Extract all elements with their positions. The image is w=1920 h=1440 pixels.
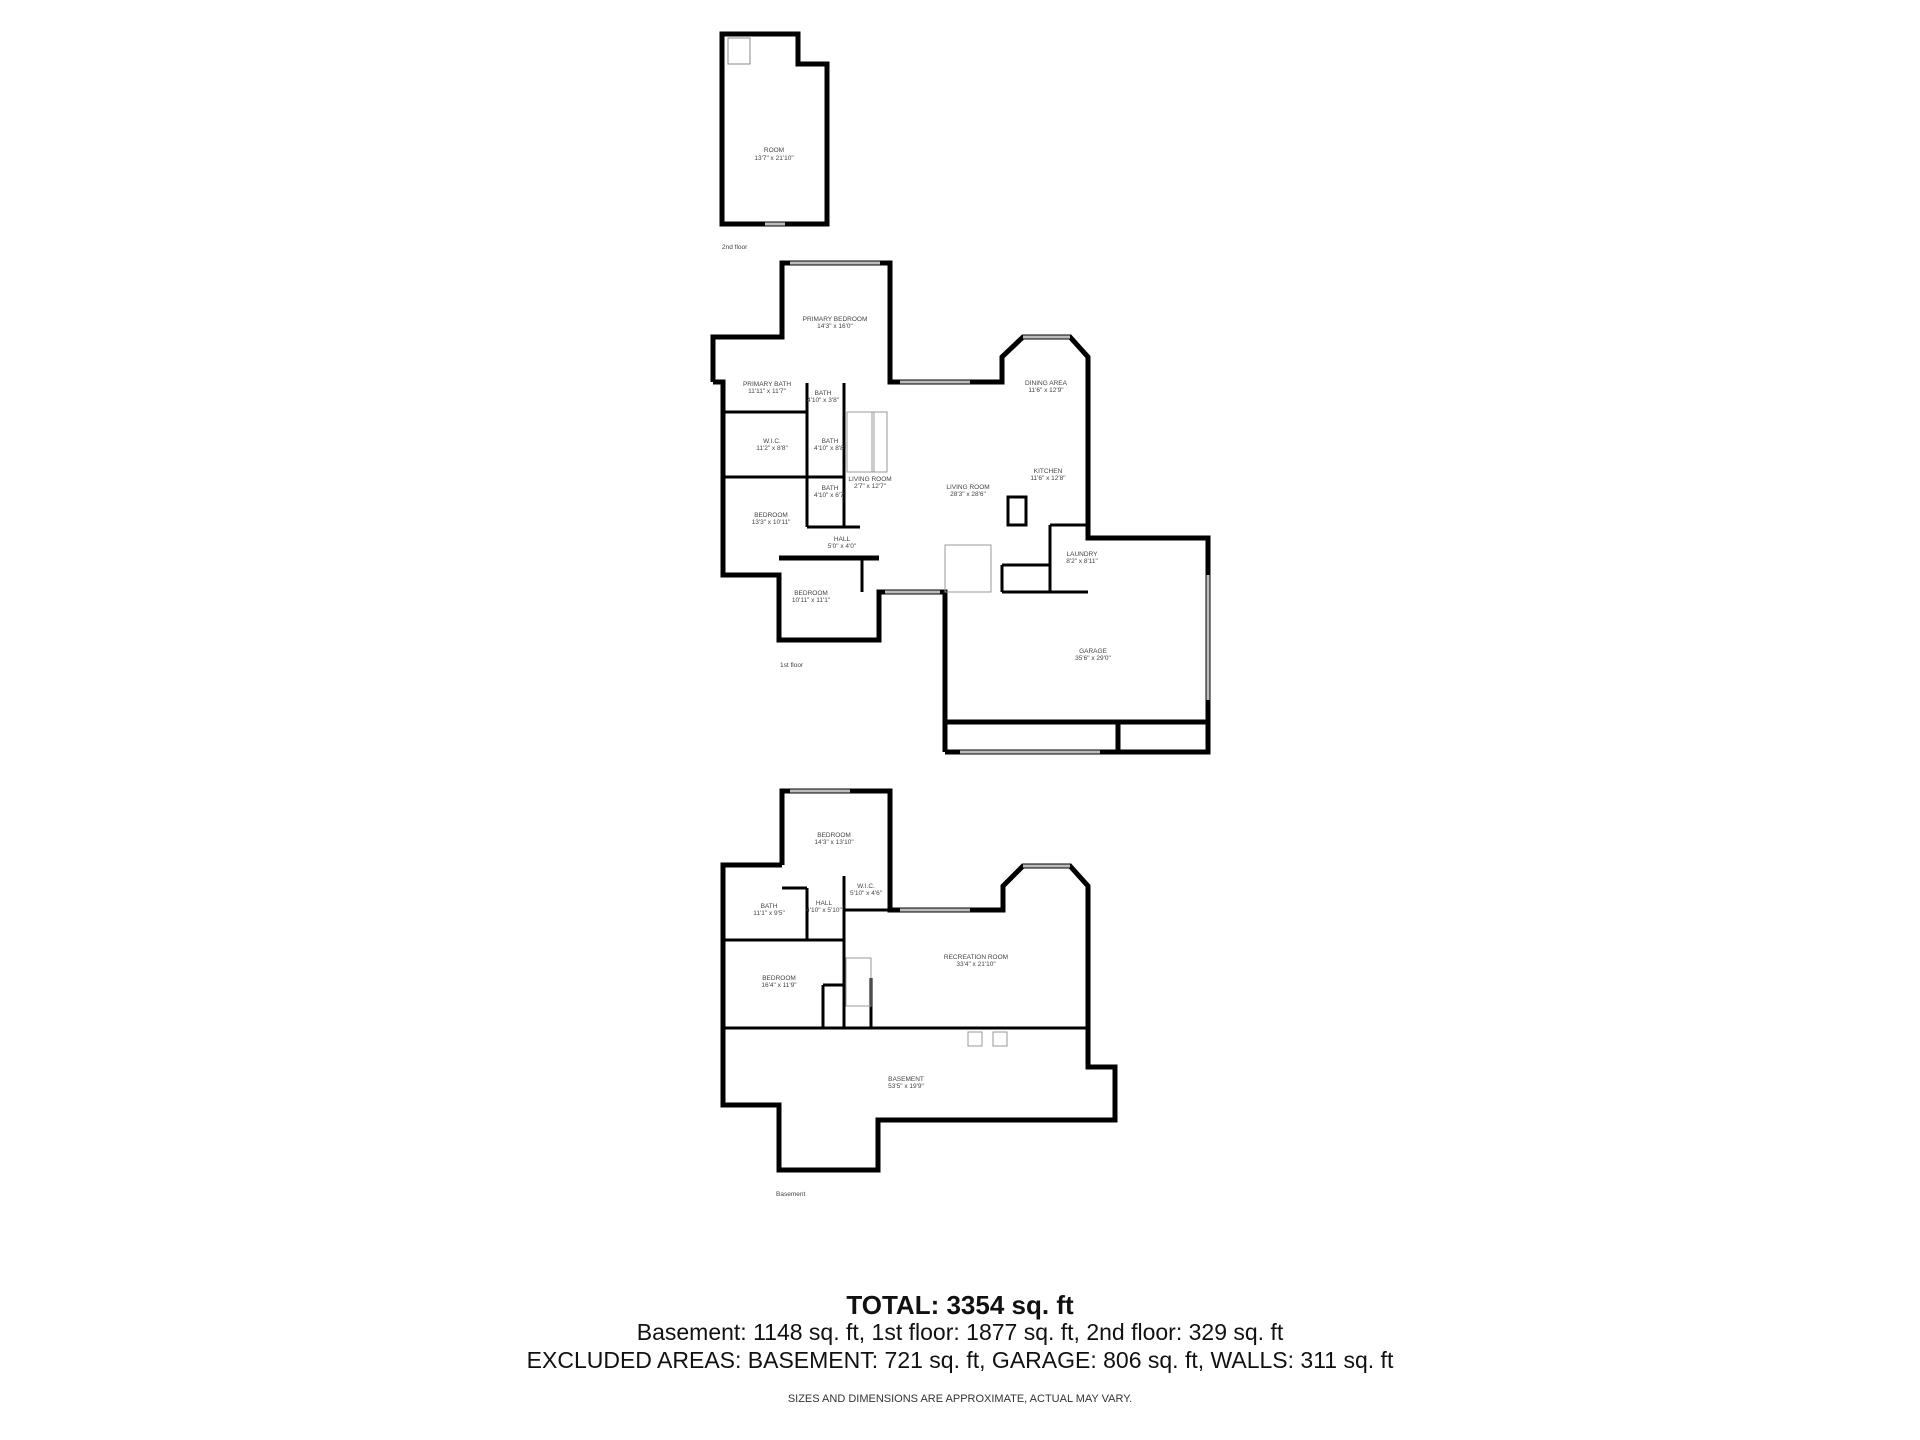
room-dims: 4'10" x 3'8": [807, 397, 840, 404]
room-dims: 53'5" x 19'9": [888, 1083, 924, 1090]
room-dims: 4'10" x 6'7": [814, 492, 847, 499]
room-dims: 13'3" x 10'11": [752, 519, 791, 526]
room-dims: 16'4" x 11'9": [761, 982, 797, 989]
room-dims: 5'10" x 4'6": [850, 890, 883, 897]
room-name: BATH: [822, 438, 839, 445]
room-name: LIVING ROOM: [946, 484, 989, 491]
room-dims: 28'3" x 28'6": [950, 491, 986, 498]
room-name: BEDROOM: [762, 975, 796, 982]
room-dims: 2'7" x 12'7": [854, 483, 887, 490]
room-name: DINING AREA: [1025, 380, 1068, 387]
floor-label: 1st floor: [780, 662, 804, 669]
room-dims: 8'2" x 8'11": [1066, 558, 1098, 565]
excluded-areas: EXCLUDED AREAS: BASEMENT: 721 sq. ft, GA…: [526, 1347, 1394, 1373]
room-name: BATH: [822, 485, 839, 492]
room-dims: 11'11" x 11'7": [748, 388, 787, 395]
room-name: W.I.C.: [857, 883, 875, 890]
second-floor-plan: ROOM 13'7" x 21'10" 2nd floor: [719, 31, 830, 251]
room-name: PRIMARY BEDROOM: [803, 316, 868, 323]
room-name: BASEMENT: [888, 1076, 924, 1083]
room-dims: 35'6" x 29'0": [1075, 655, 1111, 662]
room-dims: 5'0" x 4'0": [828, 543, 857, 550]
room-dims: 4'10" x 8'8": [814, 445, 847, 452]
room-name: BATH: [815, 390, 832, 397]
room-dims: 11'2" x 8'8": [756, 445, 788, 452]
room-dims: 10'11" x 11'1": [792, 597, 831, 604]
room-dims: 4'10" x 5'10": [806, 907, 842, 914]
room-name: RECREATION ROOM: [944, 954, 1008, 961]
floor-label: 2nd floor: [722, 244, 748, 251]
room-dims: 33'4" x 21'10": [956, 961, 996, 968]
room-dims: 14'3" x 16'0": [817, 323, 853, 330]
total-area: TOTAL: 3354 sq. ft: [846, 1290, 1074, 1320]
room-name: HALL: [816, 900, 833, 907]
room-dims: 11'1" x 9'5": [753, 910, 785, 917]
room-name: GARAGE: [1079, 648, 1107, 655]
room-dims: 11'6" x 12'9": [1028, 387, 1064, 394]
disclaimer: SIZES AND DIMENSIONS ARE APPROXIMATE, AC…: [787, 1393, 1133, 1405]
room-name: ROOM: [764, 147, 784, 154]
room-name: PRIMARY BATH: [743, 381, 791, 388]
room-name: LAUNDRY: [1067, 551, 1099, 558]
first-floor-plan: 1st floor: [710, 260, 1211, 755]
room-name: BEDROOM: [754, 512, 788, 519]
room-name: HALL: [834, 536, 851, 543]
room-dims: 13'7" x 21'10": [754, 155, 794, 162]
room-name: BATH: [761, 903, 778, 910]
basement-plan: Basement: [720, 788, 1118, 1198]
room-name: W.I.C.: [763, 438, 781, 445]
room-name: BEDROOM: [794, 590, 828, 597]
floor-label: Basement: [776, 1191, 805, 1198]
room-name: BEDROOM: [817, 832, 851, 839]
room-name: KITCHEN: [1034, 468, 1063, 475]
room-dims: 11'6" x 12'8": [1030, 475, 1066, 482]
room-dims: 14'3" x 13'10": [814, 839, 854, 846]
room-name: LIVING ROOM: [848, 476, 891, 483]
floor-areas: Basement: 1148 sq. ft, 1st floor: 1877 s…: [636, 1319, 1284, 1345]
